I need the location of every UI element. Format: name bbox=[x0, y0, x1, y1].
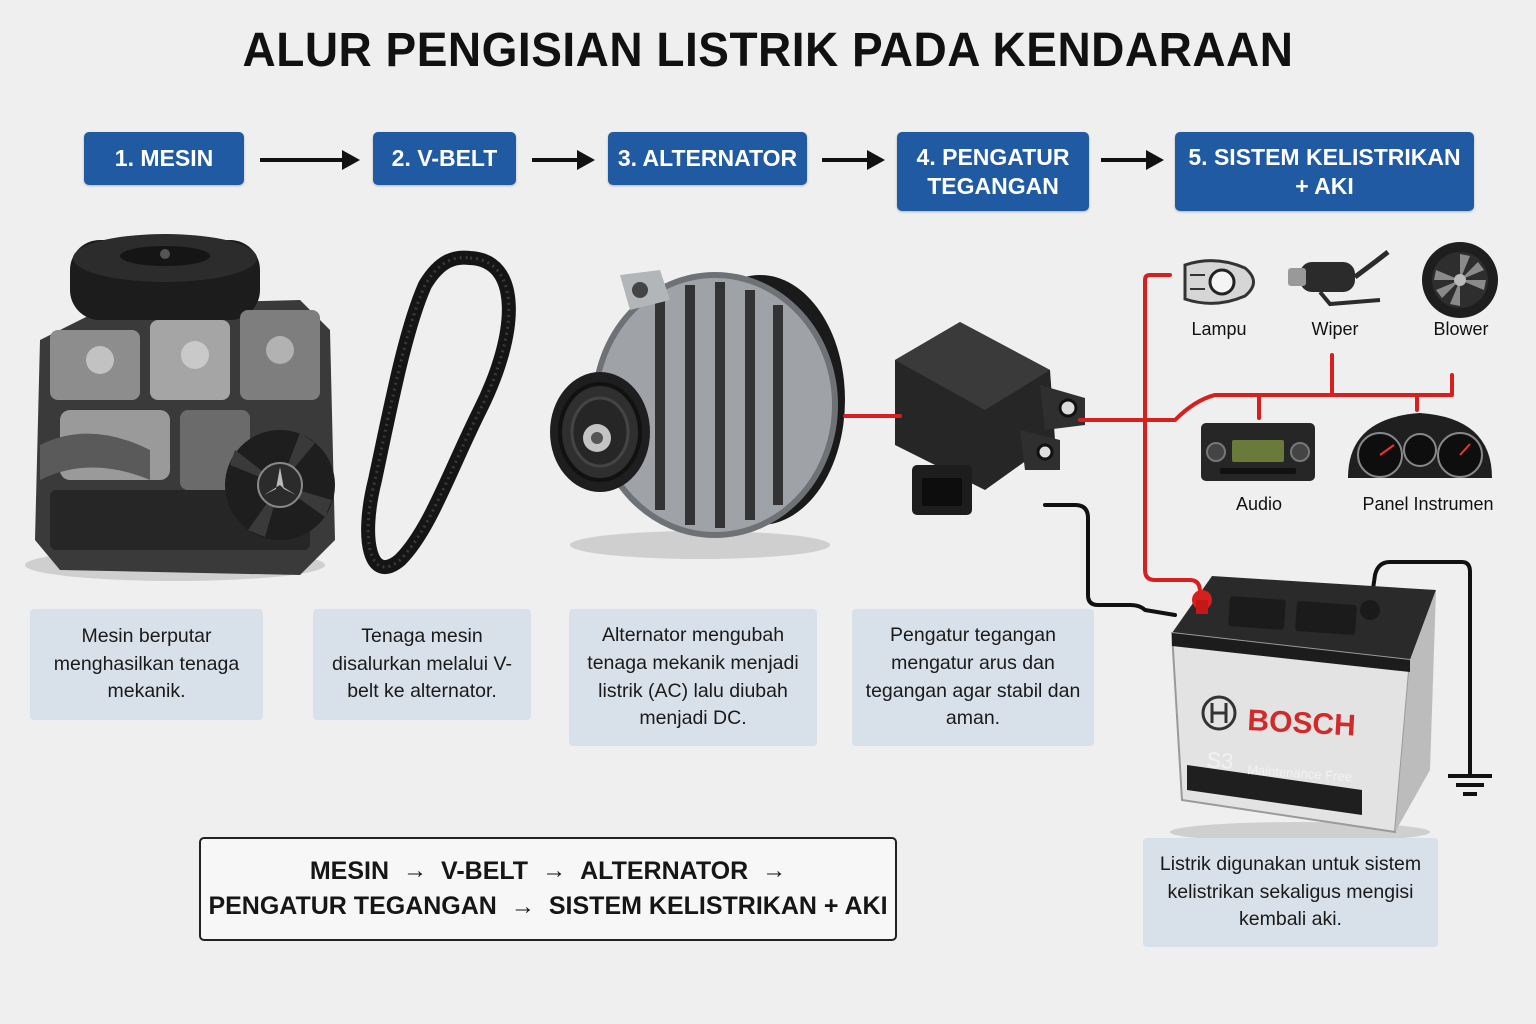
regulator-illustration bbox=[895, 322, 1085, 515]
step-label: 3. ALTERNATOR bbox=[617, 145, 798, 172]
step-label: 5. SISTEM KELISTRIKAN bbox=[1188, 143, 1461, 170]
summary-item: V-BELT bbox=[441, 856, 529, 885]
step-label: 2. V-BELT bbox=[391, 145, 498, 172]
load-label-panel-instrumen: Panel Instrumen bbox=[1362, 494, 1494, 514]
summary-line-2: PENGATUR TEGANGAN → SISTEM KELISTRIKAN +… bbox=[208, 889, 887, 925]
step-mesin: 1. MESIN bbox=[84, 132, 244, 185]
audio-head-unit-icon bbox=[1201, 423, 1315, 481]
blower-fan-icon bbox=[1422, 242, 1498, 318]
flow-arrow bbox=[1101, 150, 1164, 170]
alternator-illustration bbox=[550, 270, 845, 559]
wiring bbox=[843, 273, 1472, 777]
summary-line-1: MESIN → V-BELT → ALTERNATOR → bbox=[310, 854, 786, 890]
load-label-audio: Audio bbox=[1235, 494, 1283, 514]
page-title: ALUR PENGISIAN LISTRIK PADA KENDARAAN bbox=[242, 21, 1294, 77]
engine-illustration bbox=[25, 234, 335, 581]
summary-item: PENGATUR TEGANGAN bbox=[208, 892, 497, 920]
v-belt-illustration bbox=[361, 250, 516, 574]
load-label-lampu: Lampu bbox=[1191, 319, 1247, 339]
battery-brand: BOSCH bbox=[1247, 704, 1357, 743]
step-sistem-kelistrikan: 5. SISTEM KELISTRIKAN + AKI bbox=[1175, 132, 1474, 211]
arrow-icon: → bbox=[403, 857, 428, 885]
ground-icon bbox=[1448, 774, 1492, 796]
battery-model: S3 bbox=[1206, 747, 1235, 774]
summary-item: ALTERNATOR bbox=[580, 856, 749, 885]
step-alternator: 3. ALTERNATOR bbox=[608, 132, 807, 185]
step-pengatur-tegangan: 4. PENGATUR TEGANGAN bbox=[897, 132, 1089, 211]
instrument-panel-icon bbox=[1348, 413, 1492, 478]
summary-item: MESIN bbox=[309, 856, 390, 885]
caption-mesin: Mesin berputar menghasilkan tenaga mekan… bbox=[30, 609, 263, 720]
summary-flow-box: MESIN → V-BELT → ALTERNATOR → PENGATUR T… bbox=[199, 837, 897, 941]
step-label-2: + AKI bbox=[1295, 172, 1354, 199]
step-v-belt: 2. V-BELT bbox=[373, 132, 516, 185]
step-label: 1. MESIN bbox=[114, 145, 214, 172]
caption-v-belt: Tenaga mesin disalurkan melalui V-belt k… bbox=[313, 609, 531, 720]
caption-alternator: Alternator mengubah tenaga mekanik menja… bbox=[569, 609, 817, 746]
battery-type: Maintenance Free bbox=[1247, 762, 1353, 784]
flow-arrow bbox=[260, 150, 360, 170]
load-label-blower: Blower bbox=[1433, 319, 1489, 339]
arrow-icon: → bbox=[762, 857, 787, 885]
flow-arrow bbox=[822, 150, 885, 170]
flow-arrow bbox=[532, 150, 595, 170]
arrow-icon: → bbox=[510, 892, 535, 920]
step-label: 4. PENGATUR bbox=[916, 143, 1070, 170]
lamp-icon bbox=[1183, 259, 1255, 305]
wiper-motor-icon bbox=[1288, 250, 1390, 307]
load-label-wiper: Wiper bbox=[1311, 319, 1359, 339]
step-label-2: TEGANGAN bbox=[927, 172, 1059, 199]
caption-sistem-kelistrikan: Listrik digunakan untuk sistem kelistrik… bbox=[1143, 838, 1438, 947]
battery-illustration bbox=[1170, 576, 1436, 842]
caption-pengatur-tegangan: Pengatur tegangan mengatur arus dan tega… bbox=[852, 609, 1094, 746]
summary-item: SISTEM KELISTRIKAN + AKI bbox=[548, 892, 888, 920]
arrow-icon: → bbox=[542, 857, 567, 885]
